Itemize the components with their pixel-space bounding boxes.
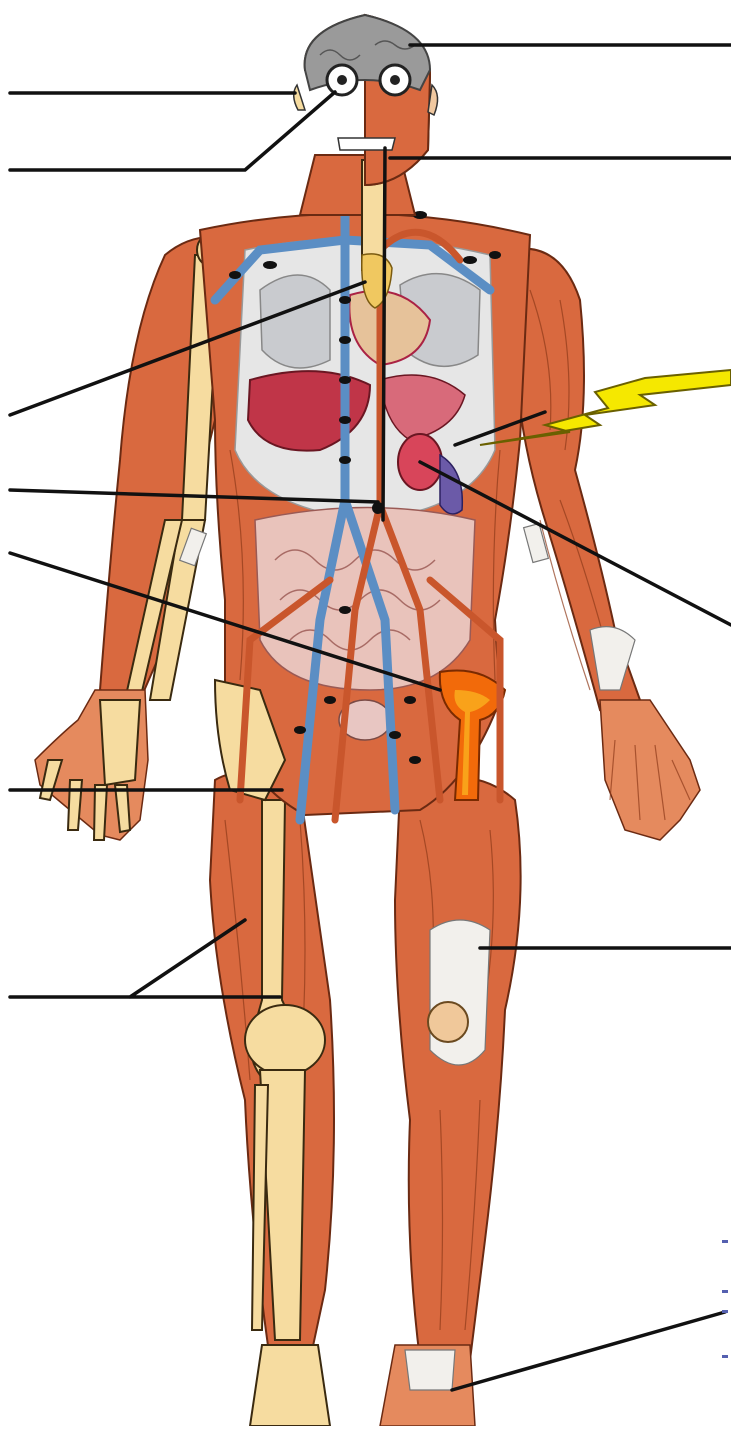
left-arm (510, 249, 640, 710)
right-ear (294, 85, 305, 110)
left-hand (600, 700, 700, 840)
right-hand (35, 690, 148, 840)
kneecap (428, 1002, 468, 1042)
right-foot-bones (250, 1345, 330, 1426)
ankle-tendon (405, 1350, 455, 1390)
label-line-right-6 (452, 1312, 725, 1390)
knee-ligament (430, 920, 490, 1065)
label-line-heart-pointer (383, 148, 385, 520)
right-lung (260, 275, 330, 368)
margin-marks (722, 1230, 731, 1370)
intestines (255, 508, 475, 691)
label-line-left-2 (10, 92, 335, 170)
left-leg-muscles (395, 777, 521, 1360)
